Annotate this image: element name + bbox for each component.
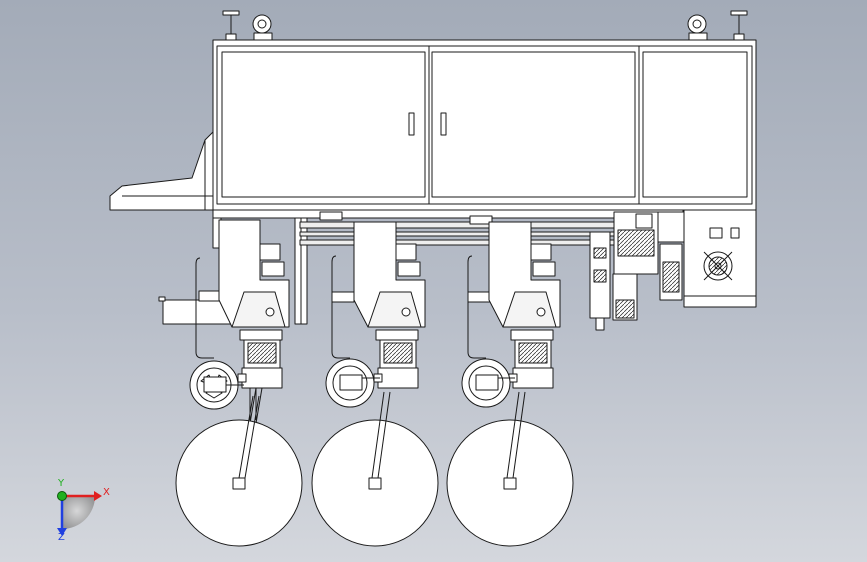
motor-flange-1	[239, 329, 283, 341]
triad-y-label: Y	[58, 478, 65, 489]
motor-flange-3	[510, 329, 554, 341]
leveling-foot-right	[730, 10, 748, 41]
main-cabinet	[212, 39, 757, 211]
infeed-table	[109, 131, 214, 211]
door-handle-right	[440, 112, 447, 136]
spindle-station-3	[446, 221, 574, 547]
caster-wheel-top-right	[687, 14, 708, 41]
spindle-station-1	[175, 219, 303, 547]
gearbox-2	[377, 367, 419, 389]
valve-cluster	[589, 211, 685, 331]
spindle-station-2	[311, 221, 439, 547]
pulley-3	[461, 358, 515, 408]
switch-icon	[709, 227, 723, 239]
caster-wheel-top-left	[252, 14, 273, 41]
cabinet-door-right	[642, 51, 748, 198]
control-box	[683, 209, 757, 308]
fan-grille-icon	[703, 251, 733, 281]
pulley-1	[189, 360, 244, 410]
lower-frame	[212, 209, 684, 325]
gearbox-1	[241, 367, 283, 389]
triad-z-label: Z	[58, 532, 65, 543]
leveling-foot-left	[222, 10, 240, 41]
pulley-2	[325, 358, 380, 408]
cabinet-door-middle	[431, 51, 636, 198]
gearbox-3	[512, 367, 554, 389]
lock-icon	[730, 227, 740, 239]
cabinet-door-left	[221, 51, 426, 198]
door-handle-left	[408, 112, 415, 136]
motor-flange-2	[375, 329, 419, 341]
triad-x-label: X	[103, 487, 110, 498]
coordinate-triad	[57, 491, 102, 536]
